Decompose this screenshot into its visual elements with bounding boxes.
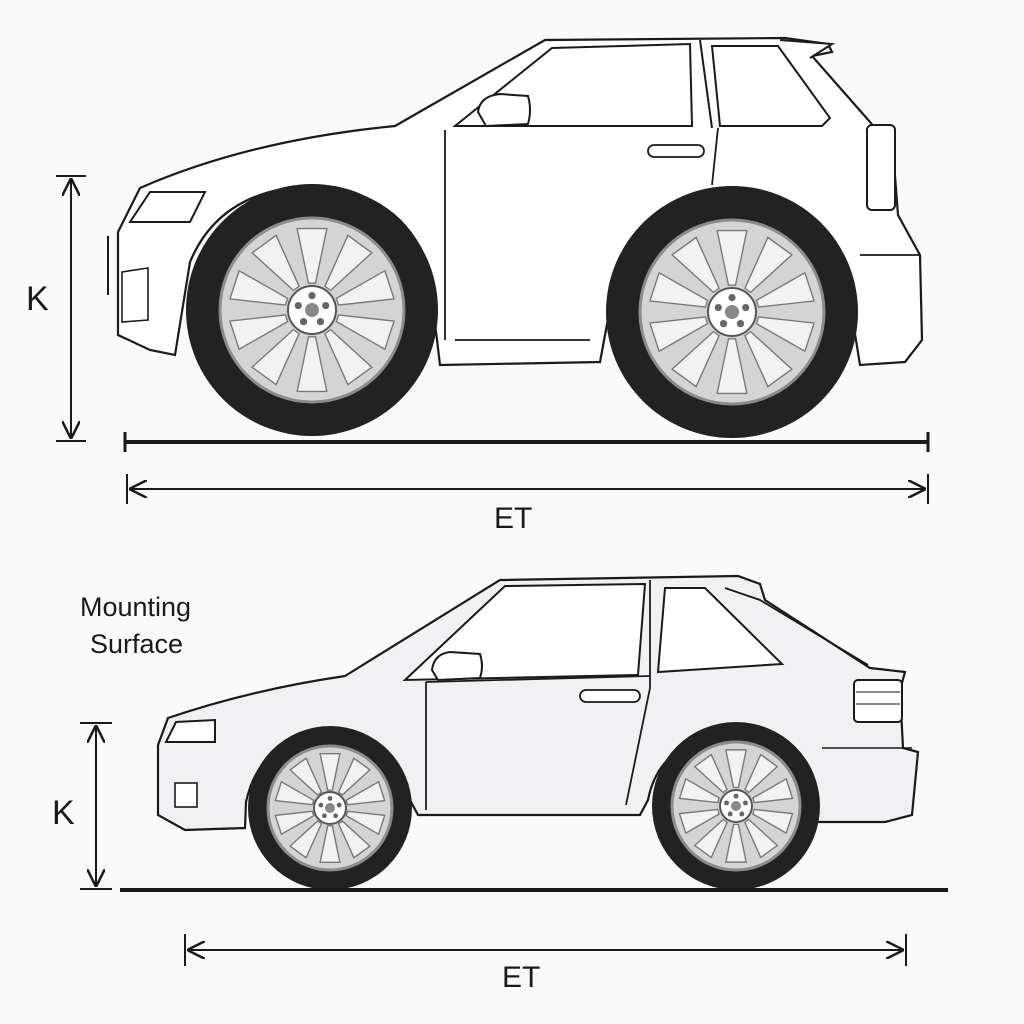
bottom-car-taillight [853, 679, 903, 723]
lug-nut [742, 303, 750, 312]
bottom-rear-wheel [652, 722, 820, 890]
rim-spoke [716, 229, 748, 286]
lug-nut [294, 301, 302, 310]
rim-spoke [251, 328, 300, 386]
top-rear-wheel [606, 186, 858, 438]
rim-spoke [744, 818, 779, 859]
top-ground-line [123, 432, 930, 452]
rim-spoke [229, 269, 289, 306]
lug-nut [308, 292, 316, 300]
top-offset-dimension [126, 474, 929, 504]
rim-spoke [335, 314, 395, 351]
top-car-headlight [128, 191, 207, 223]
rim-spoke [693, 818, 728, 859]
rim-spoke [251, 234, 300, 292]
rim-spoke [724, 823, 748, 863]
bottom-offset-dimension [184, 934, 907, 966]
rim-spoke [716, 338, 748, 395]
rim-spoke [324, 234, 373, 292]
mounting-surface-label-line2: Surface [90, 629, 183, 659]
top-front-wheel [186, 184, 438, 436]
rim-spoke [649, 316, 709, 353]
rim-spoke [274, 810, 315, 836]
rim-spoke [288, 820, 323, 859]
bottom-front-wheel [248, 726, 412, 890]
rim-spoke [319, 825, 341, 864]
bottom-car [156, 574, 920, 832]
lug-nut [728, 294, 736, 302]
rim-spoke [744, 236, 793, 294]
top-car-door-handle [647, 144, 705, 158]
lug-nut [724, 800, 730, 806]
rim-spoke [335, 269, 395, 306]
bottom-car-headlight [164, 718, 216, 743]
bottom-height-dimension [80, 722, 112, 890]
lug-nut [321, 813, 327, 819]
lug-nut [322, 301, 330, 310]
rim-spoke [751, 808, 794, 835]
rim-spoke [288, 757, 323, 796]
rim-spoke [345, 780, 386, 806]
rim-spoke [319, 752, 341, 791]
lug-nut [714, 303, 722, 312]
lug-nut [727, 811, 733, 817]
lug-nut [316, 318, 325, 326]
lug-nut [327, 796, 333, 801]
lug-nut [299, 318, 308, 326]
rim-spoke [678, 808, 721, 835]
rim-spoke [296, 336, 328, 393]
rim-spoke [751, 777, 794, 804]
bottom-car-rear-window [656, 587, 785, 674]
rim-spoke [671, 330, 720, 388]
rim-spoke [678, 777, 721, 804]
rim-spoke [671, 236, 720, 294]
top-car-taillight [866, 124, 896, 211]
lug-nut [336, 802, 342, 808]
rim-spoke [693, 753, 728, 794]
rim-spoke [296, 227, 328, 284]
bottom-height-label: K [52, 794, 75, 832]
top-car [107, 36, 924, 367]
rim-spoke [724, 749, 748, 789]
lug-nut [333, 813, 339, 819]
top-height-label: K [26, 280, 49, 318]
rim-spoke [649, 271, 709, 308]
lug-nut [736, 320, 745, 328]
rim-spoke [337, 820, 372, 859]
lug-nut [733, 793, 739, 799]
rim-spoke [229, 314, 289, 351]
rim-spoke [324, 328, 373, 386]
lug-nut [719, 320, 728, 328]
rim-spoke [744, 753, 779, 794]
rim-spoke [274, 780, 315, 806]
bottom-offset-label: ET [502, 961, 540, 994]
top-car-mirror [476, 92, 531, 128]
rim-spoke [755, 316, 815, 353]
lug-nut [318, 802, 324, 808]
bottom-car-mirror [430, 650, 483, 682]
lug-nut [742, 800, 748, 806]
top-height-dimension [56, 175, 86, 442]
top-car-rear-window [710, 45, 832, 127]
rim-spoke [744, 330, 793, 388]
bottom-car-door-handle [579, 689, 641, 703]
rim-spoke [755, 271, 815, 308]
lug-nut [739, 811, 745, 817]
mounting-surface-label-line1: Mounting [80, 592, 191, 622]
top-offset-label: ET [494, 502, 532, 535]
rim-spoke [345, 810, 386, 836]
rim-spoke [337, 757, 372, 796]
